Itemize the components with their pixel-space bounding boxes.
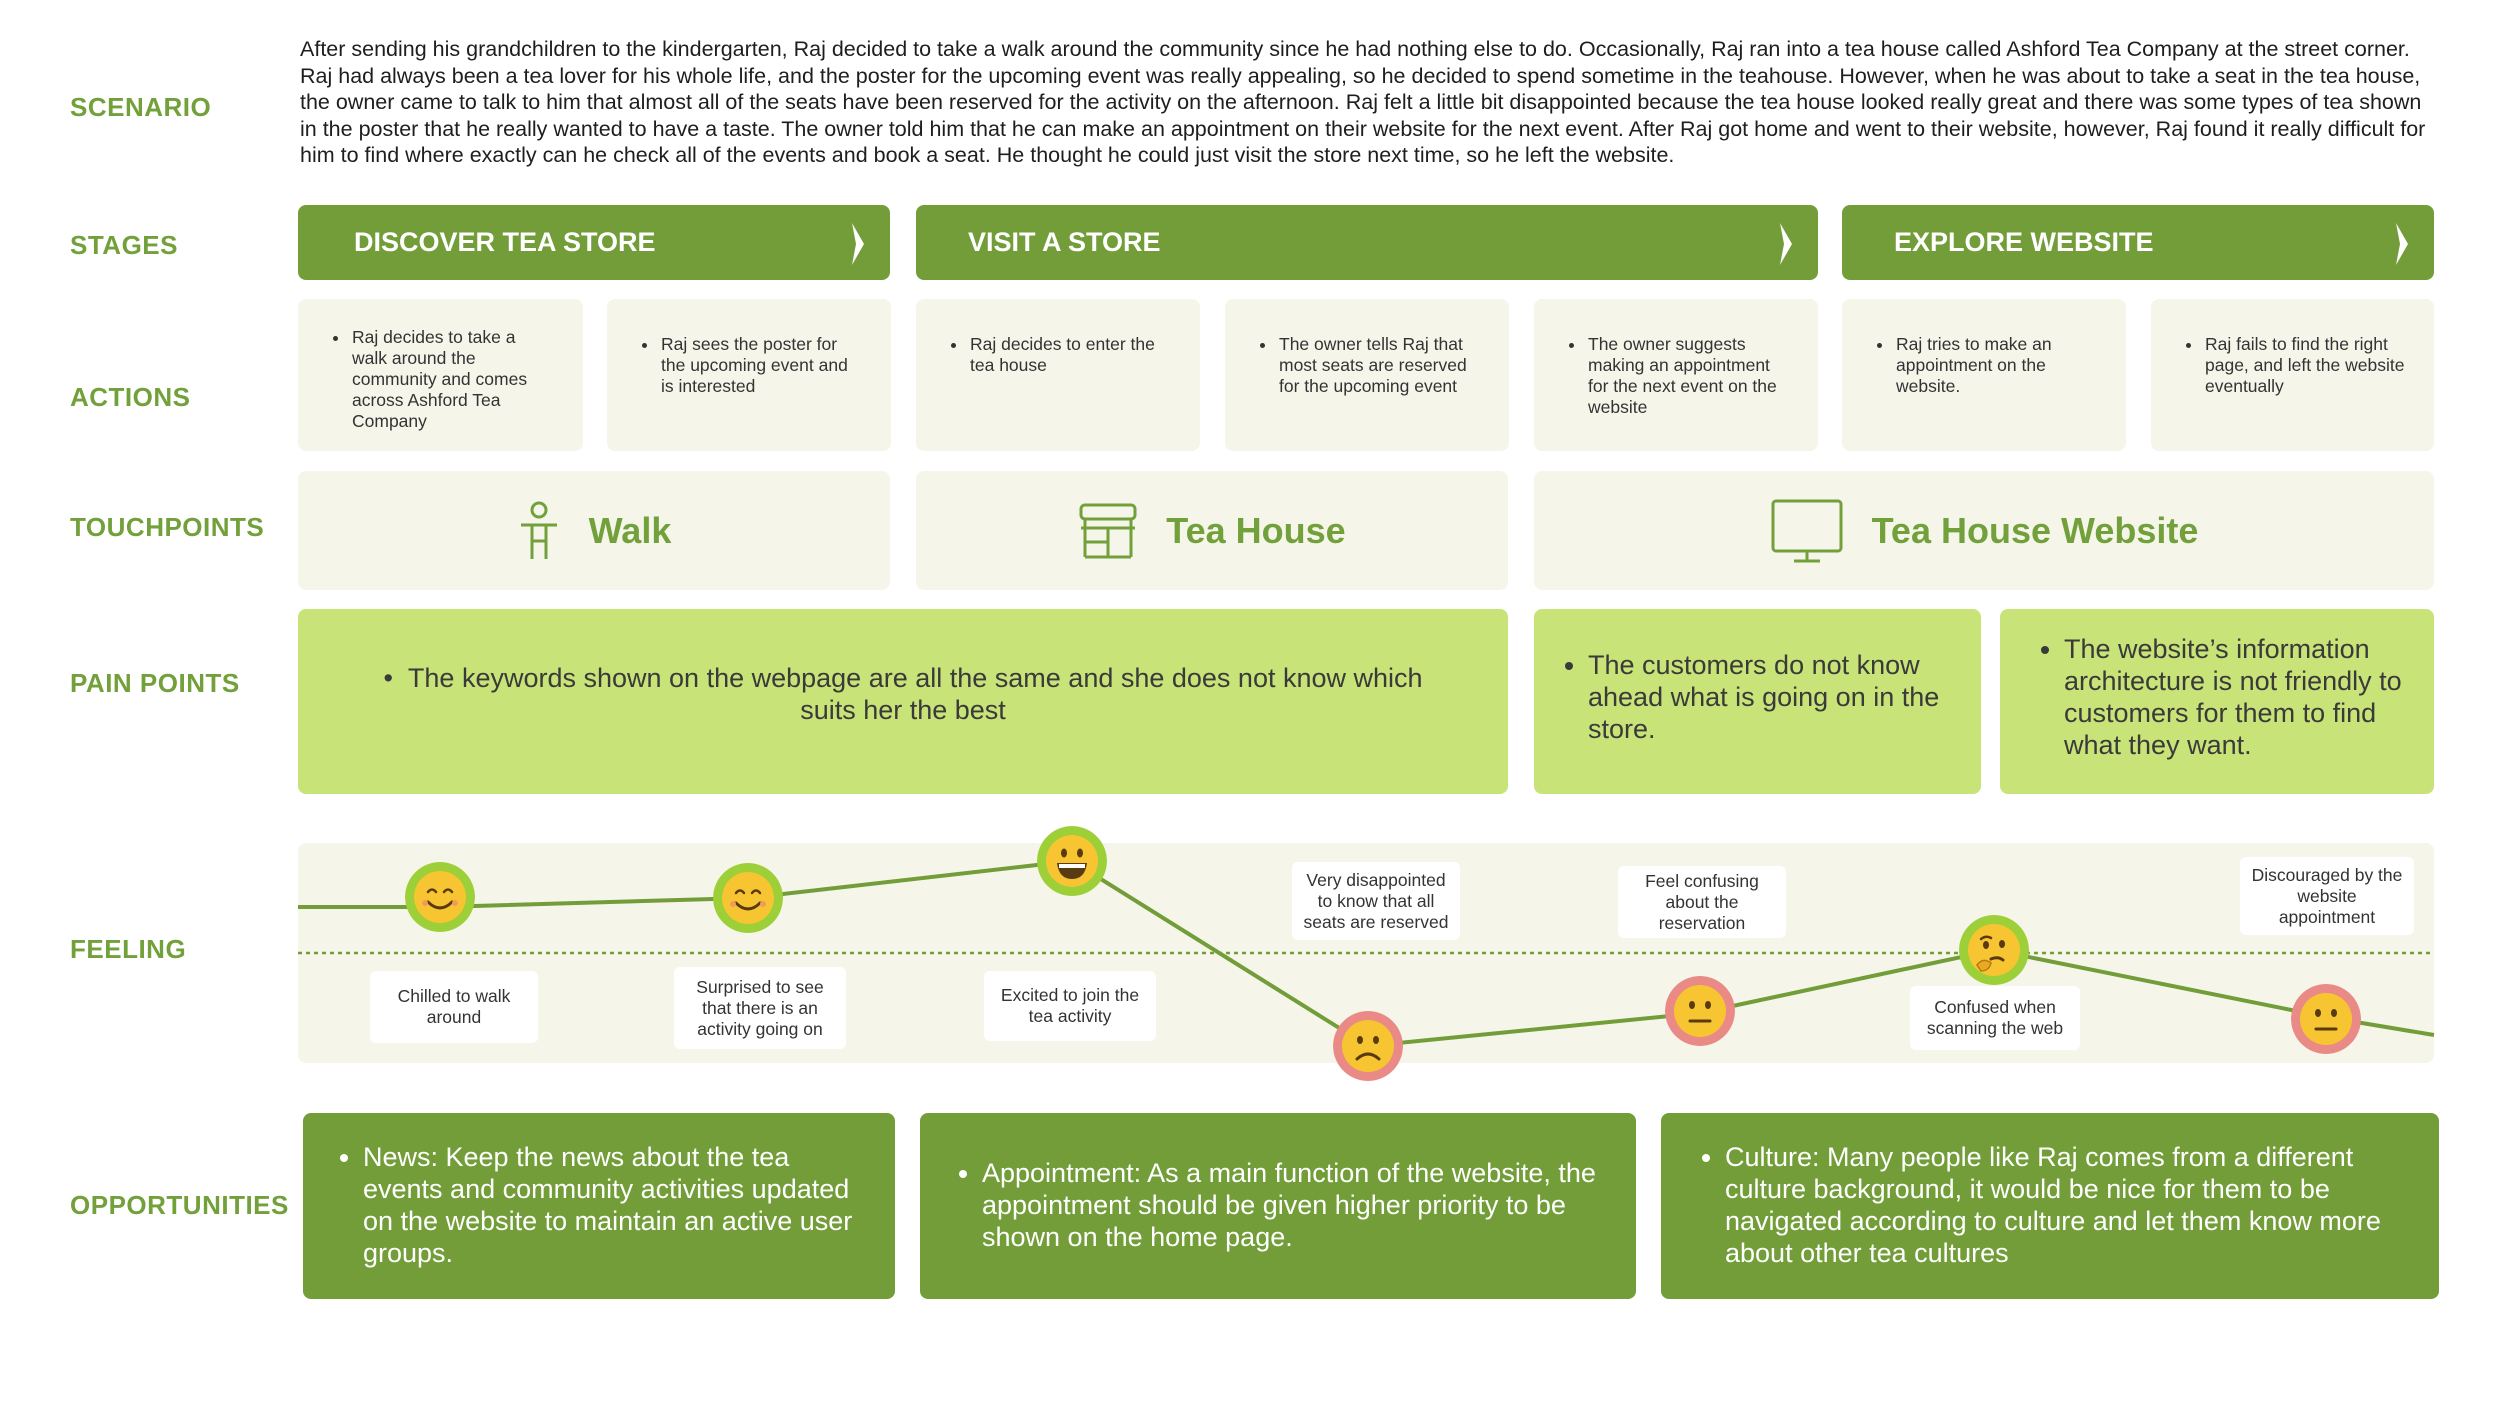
action-text: The owner tells Raj that most seats are … xyxy=(1277,334,1481,397)
feeling-label: Excited to join the tea activity xyxy=(984,971,1156,1041)
pain-point-text: The keywords shown on the webpage are al… xyxy=(407,663,1423,725)
happy-face-icon xyxy=(405,862,475,932)
row-label-touchpoints: TOUCHPOINTS xyxy=(70,512,265,542)
opportunity-text: Appointment: As a main function of the w… xyxy=(982,1157,1596,1253)
action-text: Raj decides to take a walk around the co… xyxy=(350,327,555,432)
action-card: Raj tries to make an appointment on the … xyxy=(1842,299,2126,451)
feeling-label: Confused when scanning the web xyxy=(1910,986,2080,1050)
pain-point-text: The customers do not know ahead what is … xyxy=(1588,649,1941,745)
touchpoint-label: Tea House xyxy=(1166,509,1346,551)
row-label-actions: ACTIONS xyxy=(70,382,191,412)
thinking-face-icon xyxy=(1959,915,2029,985)
touchpoint-label: Tea House Website xyxy=(1871,509,2199,551)
stage-label: DISCOVER TEA STORE xyxy=(354,227,656,257)
action-card: The owner suggests making an appointment… xyxy=(1534,299,1818,451)
feeling-label: Feel confusing about the reservation xyxy=(1618,866,1786,938)
row-label-stages: STAGES xyxy=(70,230,178,260)
touchpoint-tea-house: Tea House xyxy=(916,471,1508,590)
pain-point-card: The website’s information architecture i… xyxy=(2000,609,2434,794)
action-card: Raj decides to take a walk around the co… xyxy=(298,299,583,451)
happy-face-icon xyxy=(713,863,783,933)
action-card: The owner tells Raj that most seats are … xyxy=(1225,299,1509,451)
row-label-pain-points: PAIN POINTS xyxy=(70,668,240,698)
action-card: Raj sees the poster for the upcoming eve… xyxy=(607,299,891,451)
feeling-label: Chilled to walk around xyxy=(370,971,538,1043)
chevron-right-icon xyxy=(2396,223,2408,265)
walking-person-icon xyxy=(520,501,557,559)
monitor-icon xyxy=(1771,499,1843,562)
storefront-icon xyxy=(1079,503,1137,558)
neutral-face-icon xyxy=(2291,984,2361,1054)
action-text: Raj tries to make an appointment on the … xyxy=(1894,334,2098,397)
action-card: Raj fails to find the right page, and le… xyxy=(2151,299,2434,451)
action-card: Raj decides to enter the tea house xyxy=(916,299,1200,451)
bullet: • xyxy=(383,663,408,693)
stage-label: EXPLORE WEBSITE xyxy=(1894,227,2154,257)
action-text: Raj decides to enter the tea house xyxy=(968,334,1172,376)
stage-explore-website: EXPLORE WEBSITE xyxy=(1842,205,2434,280)
action-text: Raj fails to find the right page, and le… xyxy=(2203,334,2406,397)
touchpoint-tea-house-website: Tea House Website xyxy=(1534,471,2434,590)
grinning-face-icon xyxy=(1037,826,1107,896)
chevron-right-icon xyxy=(852,223,864,265)
row-label-scenario: SCENARIO xyxy=(70,92,212,122)
pain-point-card: The customers do not know ahead what is … xyxy=(1534,609,1981,794)
action-text: The owner suggests making an appointment… xyxy=(1586,334,1790,418)
pain-point-card: • The keywords shown on the webpage are … xyxy=(298,609,1508,794)
feeling-label: Very disappointed to know that all seats… xyxy=(1292,862,1460,940)
row-label-feeling: FEELING xyxy=(70,934,187,964)
neutral-face-icon xyxy=(1665,976,1735,1046)
stage-discover-tea-store: DISCOVER TEA STORE xyxy=(298,205,890,280)
opportunity-text: Culture: Many people like Raj comes from… xyxy=(1725,1141,2409,1269)
row-label-opportunities: OPPORTUNITIES xyxy=(70,1190,289,1220)
scenario-text: After sending his grandchildren to the k… xyxy=(300,37,2426,167)
stage-label: VISIT A STORE xyxy=(968,227,1161,257)
feeling-label: Surprised to see that there is an activi… xyxy=(674,967,846,1049)
opportunity-card: Culture: Many people like Raj comes from… xyxy=(1661,1113,2439,1299)
opportunity-card: Appointment: As a main function of the w… xyxy=(920,1113,1636,1299)
chevron-right-icon xyxy=(1780,223,1792,265)
opportunity-text: News: Keep the news about the tea events… xyxy=(363,1141,855,1269)
touchpoint-label: Walk xyxy=(588,509,672,551)
opportunity-card: News: Keep the news about the tea events… xyxy=(303,1113,895,1299)
frowning-face-icon xyxy=(1333,1011,1403,1081)
feeling-label: Discouraged by the website appointment xyxy=(2240,857,2414,935)
pain-point-text: The website’s information architecture i… xyxy=(2064,633,2404,761)
stage-visit-a-store: VISIT A STORE xyxy=(916,205,1818,280)
touchpoint-walk: Walk xyxy=(298,471,890,590)
action-text: Raj sees the poster for the upcoming eve… xyxy=(659,334,863,397)
